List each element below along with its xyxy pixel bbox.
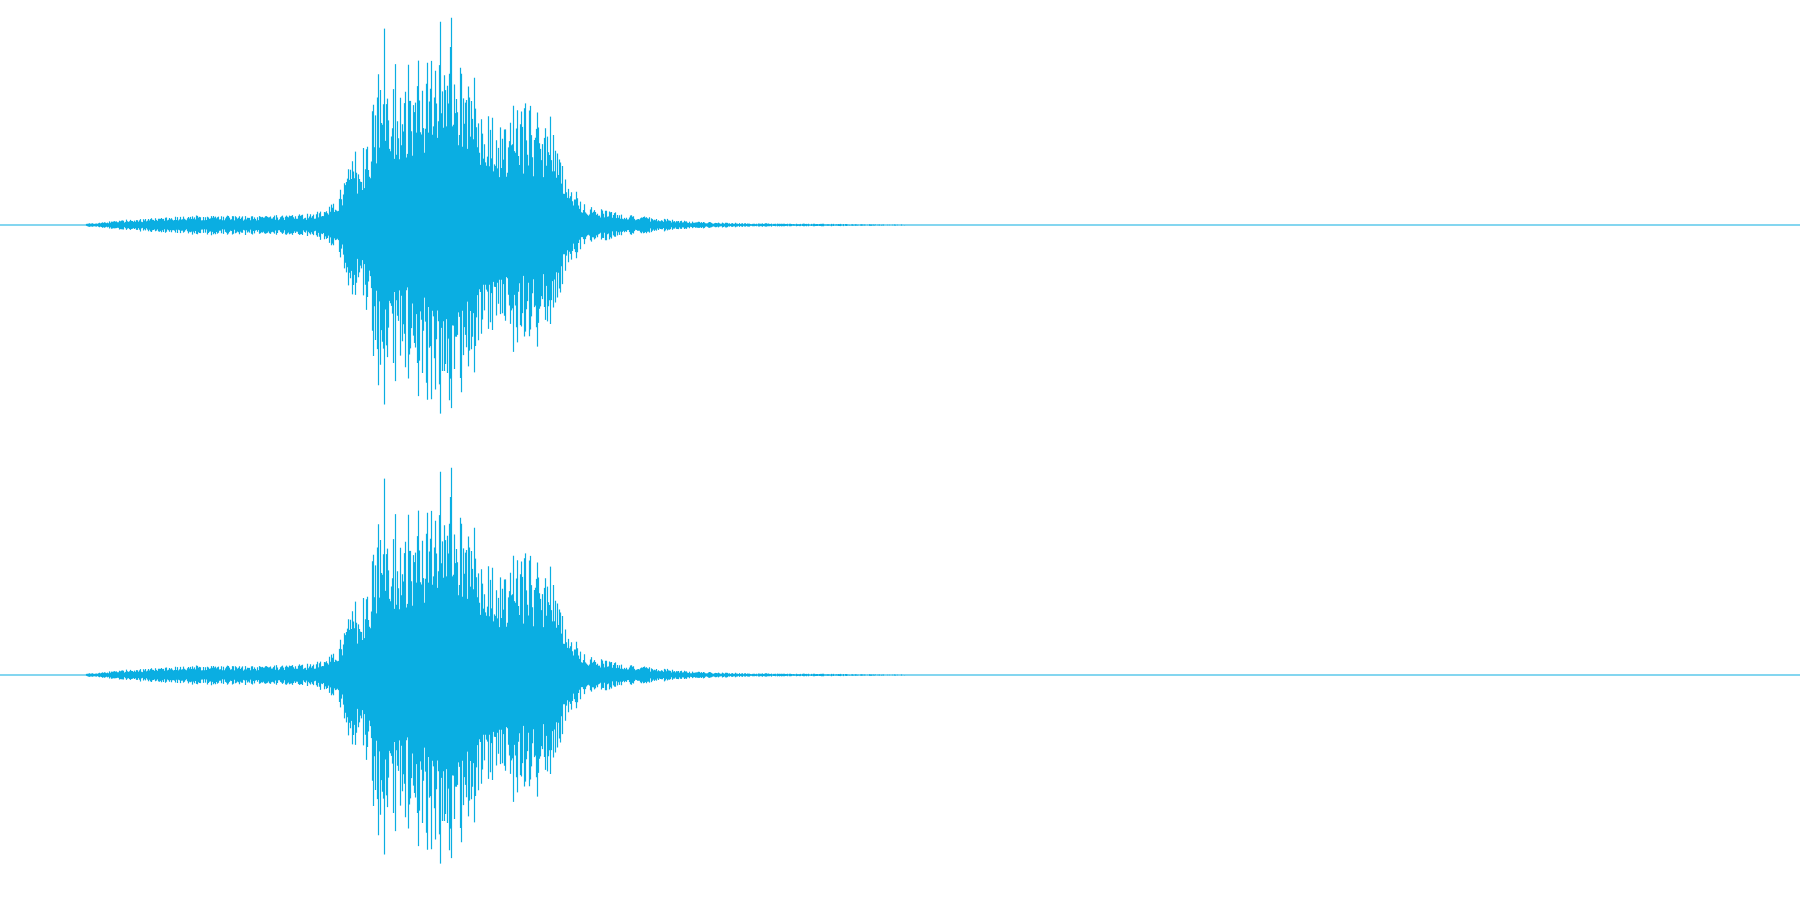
waveform-channel-left xyxy=(0,17,1800,414)
waveform-channel-right xyxy=(0,467,1800,864)
waveform-samples xyxy=(84,17,934,414)
waveform-samples xyxy=(84,467,934,864)
